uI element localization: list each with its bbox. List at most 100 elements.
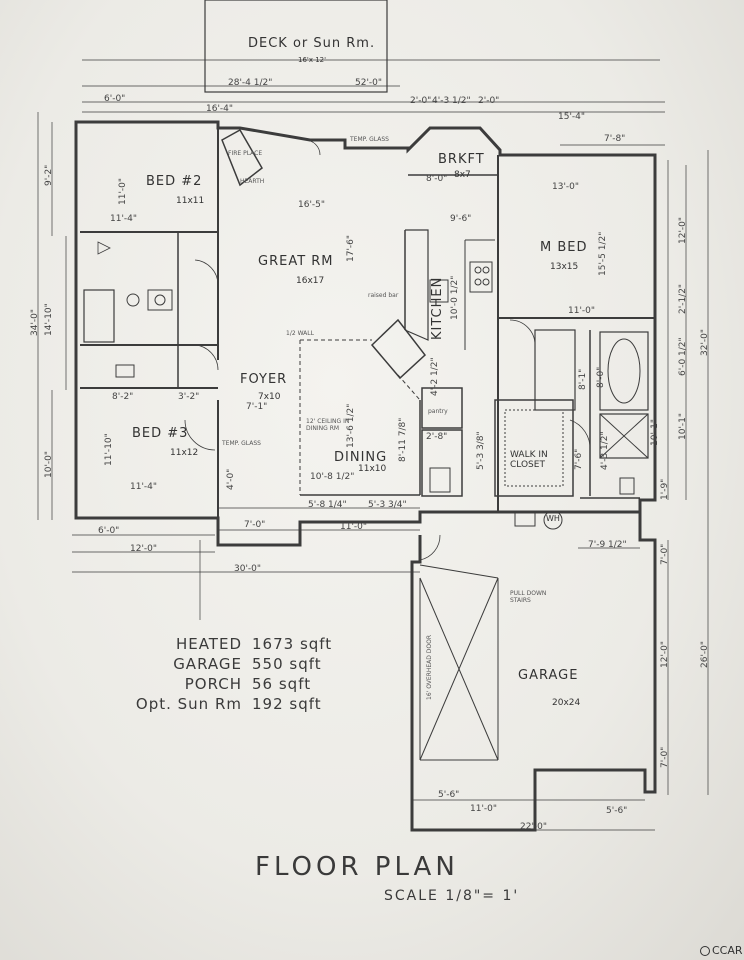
watermark: CCAR — [700, 944, 743, 957]
dim-b-12-0: 12'-0" — [130, 544, 158, 554]
stat-value: 56 sqft — [252, 675, 312, 693]
dim-great-w: 16'-5" — [298, 200, 326, 210]
dim-w-4-3: 4'-3 1/2" — [600, 431, 610, 470]
dim-great-h: 17'-6" — [346, 234, 356, 262]
stat-value: 1673 sqft — [252, 635, 333, 653]
kitchen-name: KITCHEN — [430, 276, 445, 340]
dim-top-16-4: 16'-4" — [206, 104, 234, 114]
deck-label: DECK or Sun Rm. — [248, 36, 376, 51]
dim-mbed-h: 15'-5 1/2" — [598, 231, 608, 276]
dim-g-12-0: 12'-0" — [660, 640, 670, 668]
dim-top-6: 6'-0" — [104, 94, 126, 104]
dim-top-4-3: 4'-3 1/2" — [432, 96, 471, 106]
dim-d-8-11: 8'-11 7/8" — [398, 417, 408, 462]
dim-dining-h: 13'-6 1/2" — [346, 403, 356, 448]
raised-bar-note: raised bar — [368, 292, 399, 299]
dim-g-26-0: 26'-0" — [700, 640, 710, 668]
dim-m-8-1: 8'-1" — [578, 368, 588, 390]
dim-b-11-0: 11'-0" — [340, 522, 368, 532]
bed2-size: 11x11 — [176, 196, 205, 206]
dim-brkft-h: 9'-6" — [450, 214, 472, 224]
dim-mbed-11: 11'-0" — [568, 306, 596, 316]
dim-bed3-w: 11'-4" — [130, 482, 158, 492]
area-summary: HEATED 1673 sqft GARAGE 550 sqft PORCH 56 s… — [92, 634, 332, 714]
garage-size: 20x24 — [552, 698, 581, 708]
stat-row: HEATED 1673 sqft — [92, 634, 332, 654]
dim-right-2-1: 2'-1/2" — [678, 283, 688, 314]
foyer-name: FOYER — [240, 372, 288, 387]
dim-top-2-0b: 2'-0" — [478, 96, 500, 106]
dim-top-2-0a: 2'-0" — [410, 96, 432, 106]
foyer-size: 7x10 — [258, 392, 281, 402]
stat-label: GARAGE — [173, 655, 242, 673]
bed3-name: BED #3 — [132, 426, 189, 441]
dim-d-4-2: 4'-2 1/2" — [430, 357, 440, 396]
great-name: GREAT RM — [258, 254, 334, 269]
dim-bed3-h: 11'-10" — [104, 433, 114, 466]
copyright-icon — [700, 946, 710, 956]
dim-d-2-8: 2'-8" — [426, 432, 448, 442]
mbed-name: M BED — [540, 240, 588, 255]
dim-brkft-w: 8'-0" — [426, 174, 448, 184]
bed2-name: BED #2 — [146, 174, 203, 189]
dim-top-15-4: 15'-4" — [558, 112, 586, 122]
dim-b-30-0: 30'-0" — [234, 564, 262, 574]
deck-outline — [204, 0, 388, 93]
dim-g-5-6b: 5'-6" — [606, 806, 628, 816]
wh-note: WH — [546, 514, 560, 523]
stat-label: HEATED — [175, 635, 242, 653]
dim-top-overall: 52'-0" — [355, 78, 383, 88]
dim-left-9-2: 9'-2" — [44, 164, 54, 186]
watermark-text: CCAR — [712, 944, 743, 957]
dim-right-6-0: 6'-0 1/2" — [678, 337, 688, 376]
brkft-name: BRKFT — [438, 152, 485, 167]
dim-bed2-w: 11'-4" — [110, 214, 138, 224]
temp-glass-foyer: TEMP. GLASS — [222, 440, 261, 447]
dining-name: DINING — [334, 450, 388, 465]
garage-name: GARAGE — [518, 668, 579, 683]
dim-top-7-8: 7'-8" — [604, 134, 626, 144]
dim-g-22-0: 22'-0" — [520, 822, 548, 832]
brkft-size: 8x7 — [454, 170, 471, 180]
half-wall-note: 1/2 WALL — [286, 330, 314, 337]
dim-left-14-10: 14'-10" — [44, 303, 54, 336]
dim-top-28: 28'-4 1/2" — [228, 78, 273, 88]
dim-left-34: 34'-0" — [30, 308, 40, 336]
dim-b-5-3: 5'-3 3/4" — [368, 500, 407, 510]
dim-b-5-8: 5'-8 1/4" — [308, 500, 347, 510]
stat-label: PORCH — [184, 675, 242, 693]
bed3-size: 11x12 — [170, 448, 199, 458]
dim-m-8-0: 8'-0" — [596, 366, 606, 388]
dim-bath-8-2: 8'-2" — [112, 392, 134, 402]
dim-right-12: 12'-0" — [678, 216, 688, 244]
dim-right-1-9: 1'-9" — [660, 478, 670, 500]
dim-mbed-w: 13'-0" — [552, 182, 580, 192]
dim-g-7-0b: 7'-0" — [660, 746, 670, 768]
dim-m-10-1: 10'-1" — [650, 418, 660, 446]
dim-right-32: 32'-0" — [700, 328, 710, 356]
pantry-note: pantry — [428, 408, 448, 415]
dim-bed2-h: 11'-0" — [118, 177, 128, 205]
dim-left-10: 10'-0" — [44, 450, 54, 478]
dim-foyer-7-0: 7'-0" — [244, 520, 266, 530]
dim-b-6-0: 6'-0" — [98, 526, 120, 536]
dim-kitchen-h: 10'-0 1/2" — [450, 275, 460, 320]
dim-m-7-9: 7'-9 1/2" — [588, 540, 627, 550]
stat-row: PORCH 56 sqft — [92, 674, 332, 694]
dim-dining-w: 10'-8 1/2" — [310, 472, 355, 482]
dim-right-10-1: 10'-1" — [678, 412, 688, 440]
stat-value: 550 sqft — [252, 655, 322, 673]
great-size: 16x17 — [296, 276, 325, 286]
dim-bath-3-2: 3'-2" — [178, 392, 200, 402]
dim-w-7-6: 7'-6" — [574, 448, 584, 470]
stat-row: GARAGE 550 sqft — [92, 654, 332, 674]
fireplace-note: FIRE PLACE — [228, 150, 263, 157]
stat-label: Opt. Sun Rm — [135, 695, 242, 713]
hearth-note: HEARTH — [240, 178, 265, 185]
dim-d-5-3: 5'-3 3/8" — [476, 431, 486, 470]
plan-scale: SCALE 1/8"= 1' — [384, 888, 520, 904]
dim-g-7-0a: 7'-0" — [660, 543, 670, 565]
plan-title: FLOOR PLAN — [255, 852, 459, 882]
